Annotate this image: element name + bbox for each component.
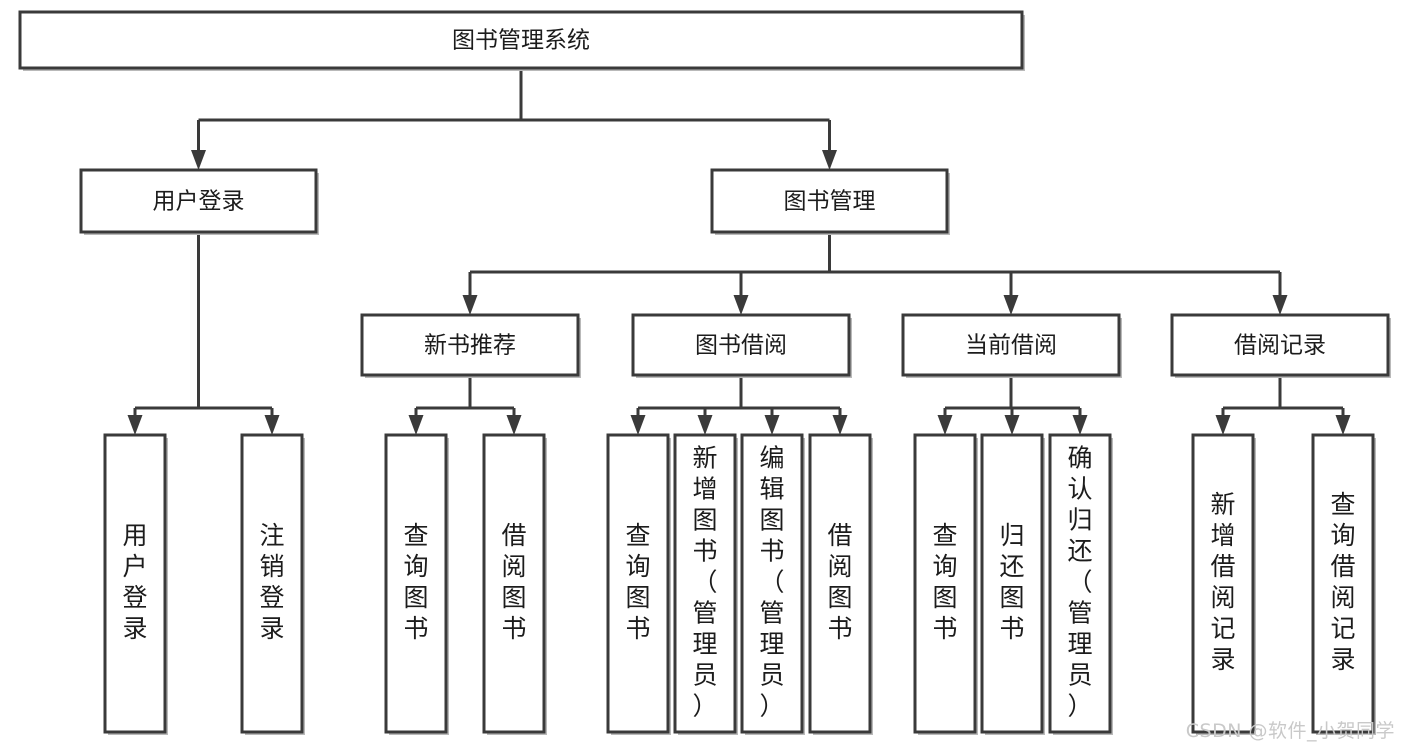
node-label: 图书借阅 bbox=[695, 333, 787, 359]
connector-layer bbox=[127, 68, 1351, 435]
node-label: 新增借阅记录 bbox=[1210, 490, 1235, 674]
node-label: 借阅图书 bbox=[501, 521, 526, 643]
node-box bbox=[808, 433, 872, 734]
connector-group-book-manage bbox=[462, 232, 1288, 315]
node-leaf-add-rec[interactable]: 新增借阅记录 bbox=[1191, 433, 1256, 735]
node-label: 当前借阅 bbox=[965, 333, 1057, 359]
node-box bbox=[18, 10, 1024, 70]
node-box bbox=[1048, 433, 1112, 734]
node-leaf-logout[interactable]: 注销登录 bbox=[240, 433, 305, 735]
csdn-watermark: CSDN @软件_小贺同学 bbox=[1185, 720, 1395, 742]
node-label: 确认归还（管理员） bbox=[1067, 444, 1092, 721]
node-leaf-borrow-1[interactable]: 借阅图书 bbox=[482, 433, 547, 735]
node-box bbox=[980, 433, 1044, 734]
node-leaf-return[interactable]: 归还图书 bbox=[980, 433, 1045, 735]
node-label: 编辑图书（管理员） bbox=[759, 444, 784, 721]
node-box bbox=[631, 313, 851, 377]
node-box bbox=[606, 433, 670, 734]
node-label: 借阅图书 bbox=[827, 521, 852, 643]
node-label: 图书管理系统 bbox=[452, 28, 590, 54]
node-leaf-confirm[interactable]: 确认归还（管理员） bbox=[1048, 433, 1113, 735]
node-root[interactable]: 图书管理系统 bbox=[18, 10, 1025, 71]
node-leaf-borrow-2[interactable]: 借阅图书 bbox=[808, 433, 873, 735]
connector-group-user-login bbox=[127, 232, 280, 435]
node-book-borrow[interactable]: 图书借阅 bbox=[631, 313, 852, 378]
node-user-login[interactable]: 用户登录 bbox=[79, 168, 319, 235]
node-new-book-rec[interactable]: 新书推荐 bbox=[360, 313, 581, 378]
node-leaf-add-book[interactable]: 新增图书（管理员） bbox=[673, 433, 738, 735]
node-label: 借阅记录 bbox=[1234, 333, 1326, 359]
node-label: 图书管理 bbox=[784, 189, 876, 215]
node-box bbox=[710, 168, 949, 234]
connector-group-root bbox=[191, 68, 837, 170]
node-box bbox=[1191, 433, 1255, 734]
node-box bbox=[1311, 433, 1375, 734]
node-leaf-query-1[interactable]: 查询图书 bbox=[384, 433, 449, 735]
node-label: 查询图书 bbox=[625, 521, 650, 643]
node-layer: 图书管理系统用户登录图书管理新书推荐图书借阅当前借阅借阅记录用户登录注销登录查询… bbox=[18, 10, 1391, 735]
node-book-manage[interactable]: 图书管理 bbox=[710, 168, 950, 235]
connector-group-new-book-rec bbox=[408, 375, 522, 435]
node-label: 归还图书 bbox=[999, 521, 1024, 643]
node-current-borrow[interactable]: 当前借阅 bbox=[901, 313, 1122, 378]
node-box bbox=[913, 433, 977, 734]
node-label: 注销登录 bbox=[259, 521, 284, 643]
node-box bbox=[103, 433, 167, 734]
node-label: 用户登录 bbox=[153, 189, 245, 215]
connector-group-borrow-record bbox=[1215, 375, 1351, 435]
node-leaf-query-rec[interactable]: 查询借阅记录 bbox=[1311, 433, 1376, 735]
node-box bbox=[240, 433, 304, 734]
node-label: 查询图书 bbox=[932, 521, 957, 643]
node-label: 新增图书（管理员） bbox=[692, 444, 717, 721]
node-box bbox=[360, 313, 580, 377]
node-label: 查询借阅记录 bbox=[1330, 490, 1355, 674]
node-box bbox=[1170, 313, 1390, 377]
node-borrow-record[interactable]: 借阅记录 bbox=[1170, 313, 1391, 378]
node-box bbox=[740, 433, 804, 734]
node-leaf-query-3[interactable]: 查询图书 bbox=[913, 433, 978, 735]
node-leaf-query-2[interactable]: 查询图书 bbox=[606, 433, 671, 735]
node-box bbox=[673, 433, 737, 734]
node-box bbox=[901, 313, 1121, 377]
node-box bbox=[384, 433, 448, 734]
node-leaf-edit-book[interactable]: 编辑图书（管理员） bbox=[740, 433, 805, 735]
node-label: 用户登录 bbox=[122, 521, 147, 643]
connector-group-current-borrow bbox=[937, 375, 1088, 435]
node-box bbox=[482, 433, 546, 734]
node-box bbox=[79, 168, 318, 234]
node-leaf-user-login[interactable]: 用户登录 bbox=[103, 433, 168, 735]
connector-group-book-borrow bbox=[630, 375, 848, 435]
node-label: 查询图书 bbox=[403, 521, 428, 643]
node-label: 新书推荐 bbox=[424, 333, 516, 359]
